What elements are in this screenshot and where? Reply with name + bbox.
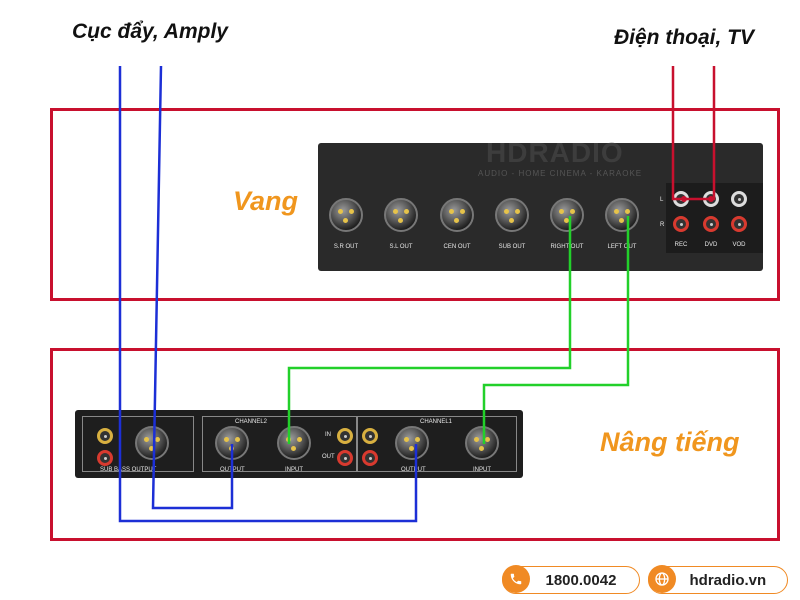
ch2-input-xlr	[277, 426, 311, 460]
website-contact[interactable]: hdradio.vn	[647, 565, 788, 594]
phone-contact[interactable]: 1800.0042	[501, 565, 640, 594]
ch2-out-label: OUT	[322, 454, 335, 460]
sr-out-connector	[329, 198, 363, 232]
input-r-label: R	[660, 222, 665, 228]
sl-out-label: S.L OUT	[389, 244, 413, 250]
vod-r-jack	[731, 216, 747, 232]
channel1-label: CHANNEL1	[420, 419, 453, 425]
sub-bass-label: SUB BASS OUTPUT	[100, 467, 157, 473]
sub-bass-xlr	[135, 426, 169, 460]
right-out-label: RIGHT OUT	[550, 244, 584, 250]
phone-number: 1800.0042	[545, 571, 617, 589]
red-wire-left	[671, 66, 711, 201]
rec-r-jack	[673, 216, 689, 232]
green-wire-right	[287, 216, 572, 444]
phone-tv-title: Điện thoại, TV	[614, 26, 755, 49]
channel2-label: CHANNEL2	[235, 419, 268, 425]
ch1-output-xlr	[395, 426, 429, 460]
sub-bass-jack-top	[97, 428, 113, 444]
cen-out-connector	[440, 198, 474, 232]
phone-icon	[501, 565, 530, 594]
input-l-label: L	[660, 197, 664, 203]
vang-frame	[50, 108, 780, 301]
right-out-connector	[550, 198, 584, 232]
amplifier-title: Cục đẩy, Amply	[72, 20, 228, 43]
sub-out-label: SUB OUT	[498, 244, 526, 250]
sub-bass-jack-bottom	[97, 450, 113, 466]
vang-label: Vang	[233, 186, 299, 216]
channel2-section	[202, 416, 357, 472]
ch1-output-label: OUTPUT	[401, 467, 426, 473]
sr-out-label: S.R OUT	[333, 244, 359, 250]
red-wire-plug-left	[681, 196, 687, 202]
nang-tieng-label: Nâng tiếng	[600, 427, 740, 457]
globe-icon	[647, 565, 676, 594]
channel1-section	[357, 416, 517, 472]
website-url: hdradio.vn	[689, 571, 767, 589]
sub-out-connector	[495, 198, 529, 232]
nang-tieng-frame	[50, 348, 780, 541]
red-wire-plug-right	[708, 196, 714, 202]
ch1-input-label: INPUT	[473, 467, 491, 473]
brand-watermark: HDRADIO	[486, 137, 624, 168]
sub-bass-section	[82, 416, 194, 472]
vod-l-jack	[731, 191, 747, 207]
vang-rear-panel: HDRADIO AUDIO - HOME CINEMA - KARAOKE S.…	[318, 137, 763, 271]
ch1-input-xlr	[465, 426, 499, 460]
ch2-input-label: INPUT	[285, 467, 303, 473]
blue-wire-1	[118, 66, 418, 523]
rec-label: REC	[674, 242, 688, 248]
left-out-connector	[605, 198, 639, 232]
green-wire-left	[482, 216, 630, 444]
ch2-out-jack	[337, 450, 353, 466]
dvd-label: DVD	[704, 242, 718, 248]
vod-label: VOD	[732, 242, 746, 248]
ch2-in-jack	[337, 428, 353, 444]
ch1-in-jack-a	[362, 428, 378, 444]
ch1-out-jack-a	[362, 450, 378, 466]
cen-out-label: CEN OUT	[443, 244, 471, 250]
ch2-in-label: IN	[325, 432, 331, 438]
left-out-label: LEFT OUT	[607, 244, 637, 250]
sl-out-connector	[384, 198, 418, 232]
nang-tieng-rear-panel: CHANNEL2 CHANNEL1 SUB BASS OUTPUT OUTPUT…	[75, 410, 523, 478]
blue-wire-2	[151, 65, 234, 510]
dvd-r-jack	[703, 216, 719, 232]
brand-watermark-sub: AUDIO - HOME CINEMA - KARAOKE	[478, 169, 643, 178]
